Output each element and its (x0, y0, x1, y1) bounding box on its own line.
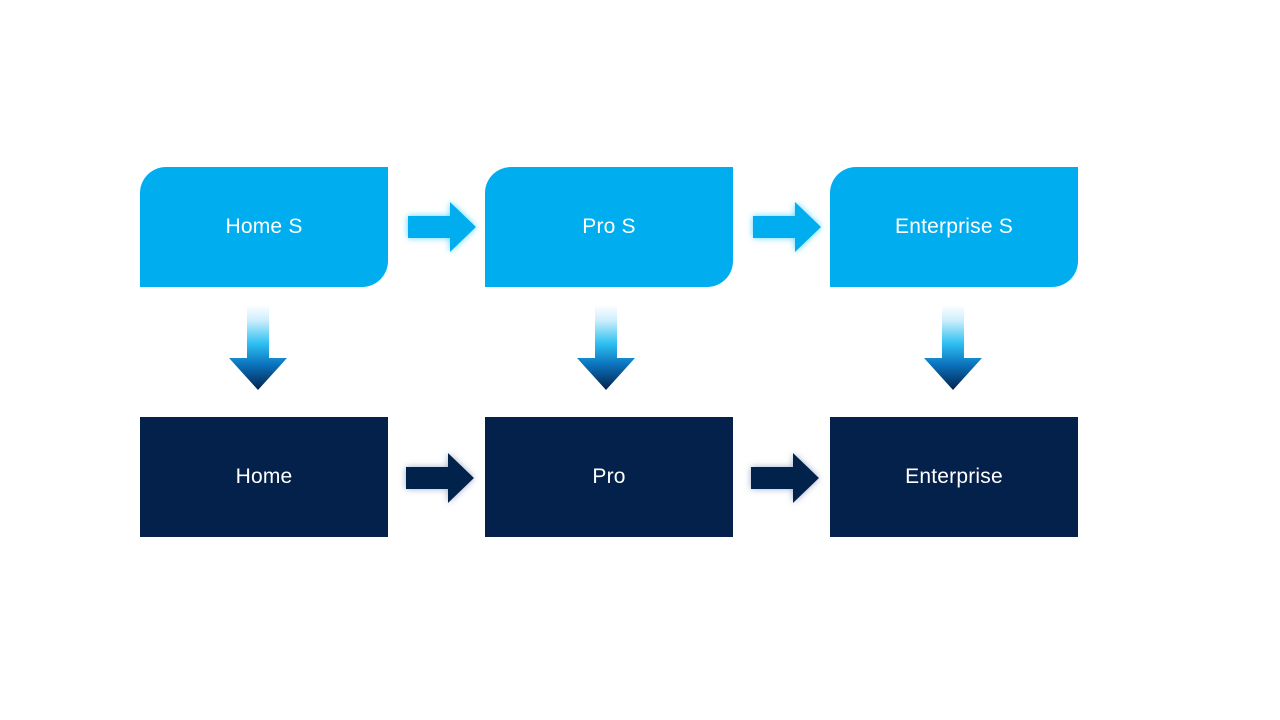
connector-pro-to-enterprise (749, 449, 821, 507)
connector-home-s-to-home (227, 305, 289, 391)
node-enterprise-s[interactable]: Enterprise S (830, 167, 1078, 287)
arrow-down-icon (577, 305, 635, 390)
node-home-s[interactable]: Home S (140, 167, 388, 287)
node-pro-label: Pro (592, 465, 626, 489)
arrow-right-icon (753, 202, 821, 252)
node-home-s-label: Home S (225, 215, 303, 239)
node-enterprise-s-label: Enterprise S (895, 215, 1013, 239)
node-enterprise[interactable]: Enterprise (830, 417, 1078, 537)
node-pro[interactable]: Pro (485, 417, 733, 537)
arrow-down-icon (229, 305, 287, 390)
node-home-label: Home (235, 465, 293, 489)
arrow-right-icon (408, 202, 476, 252)
node-home[interactable]: Home (140, 417, 388, 537)
arrow-down-icon (924, 305, 982, 390)
connector-enterprise-s-to-enterprise (922, 305, 984, 391)
node-enterprise-label: Enterprise (905, 465, 1003, 489)
arrow-right-icon (751, 453, 819, 503)
connector-home-to-pro (404, 449, 476, 507)
node-pro-s-label: Pro S (582, 215, 636, 239)
connector-home-s-to-pro-s (406, 198, 478, 256)
connector-pro-s-to-enterprise-s (751, 198, 823, 256)
arrow-right-icon (406, 453, 474, 503)
node-pro-s[interactable]: Pro S (485, 167, 733, 287)
connector-pro-s-to-pro (575, 305, 637, 391)
